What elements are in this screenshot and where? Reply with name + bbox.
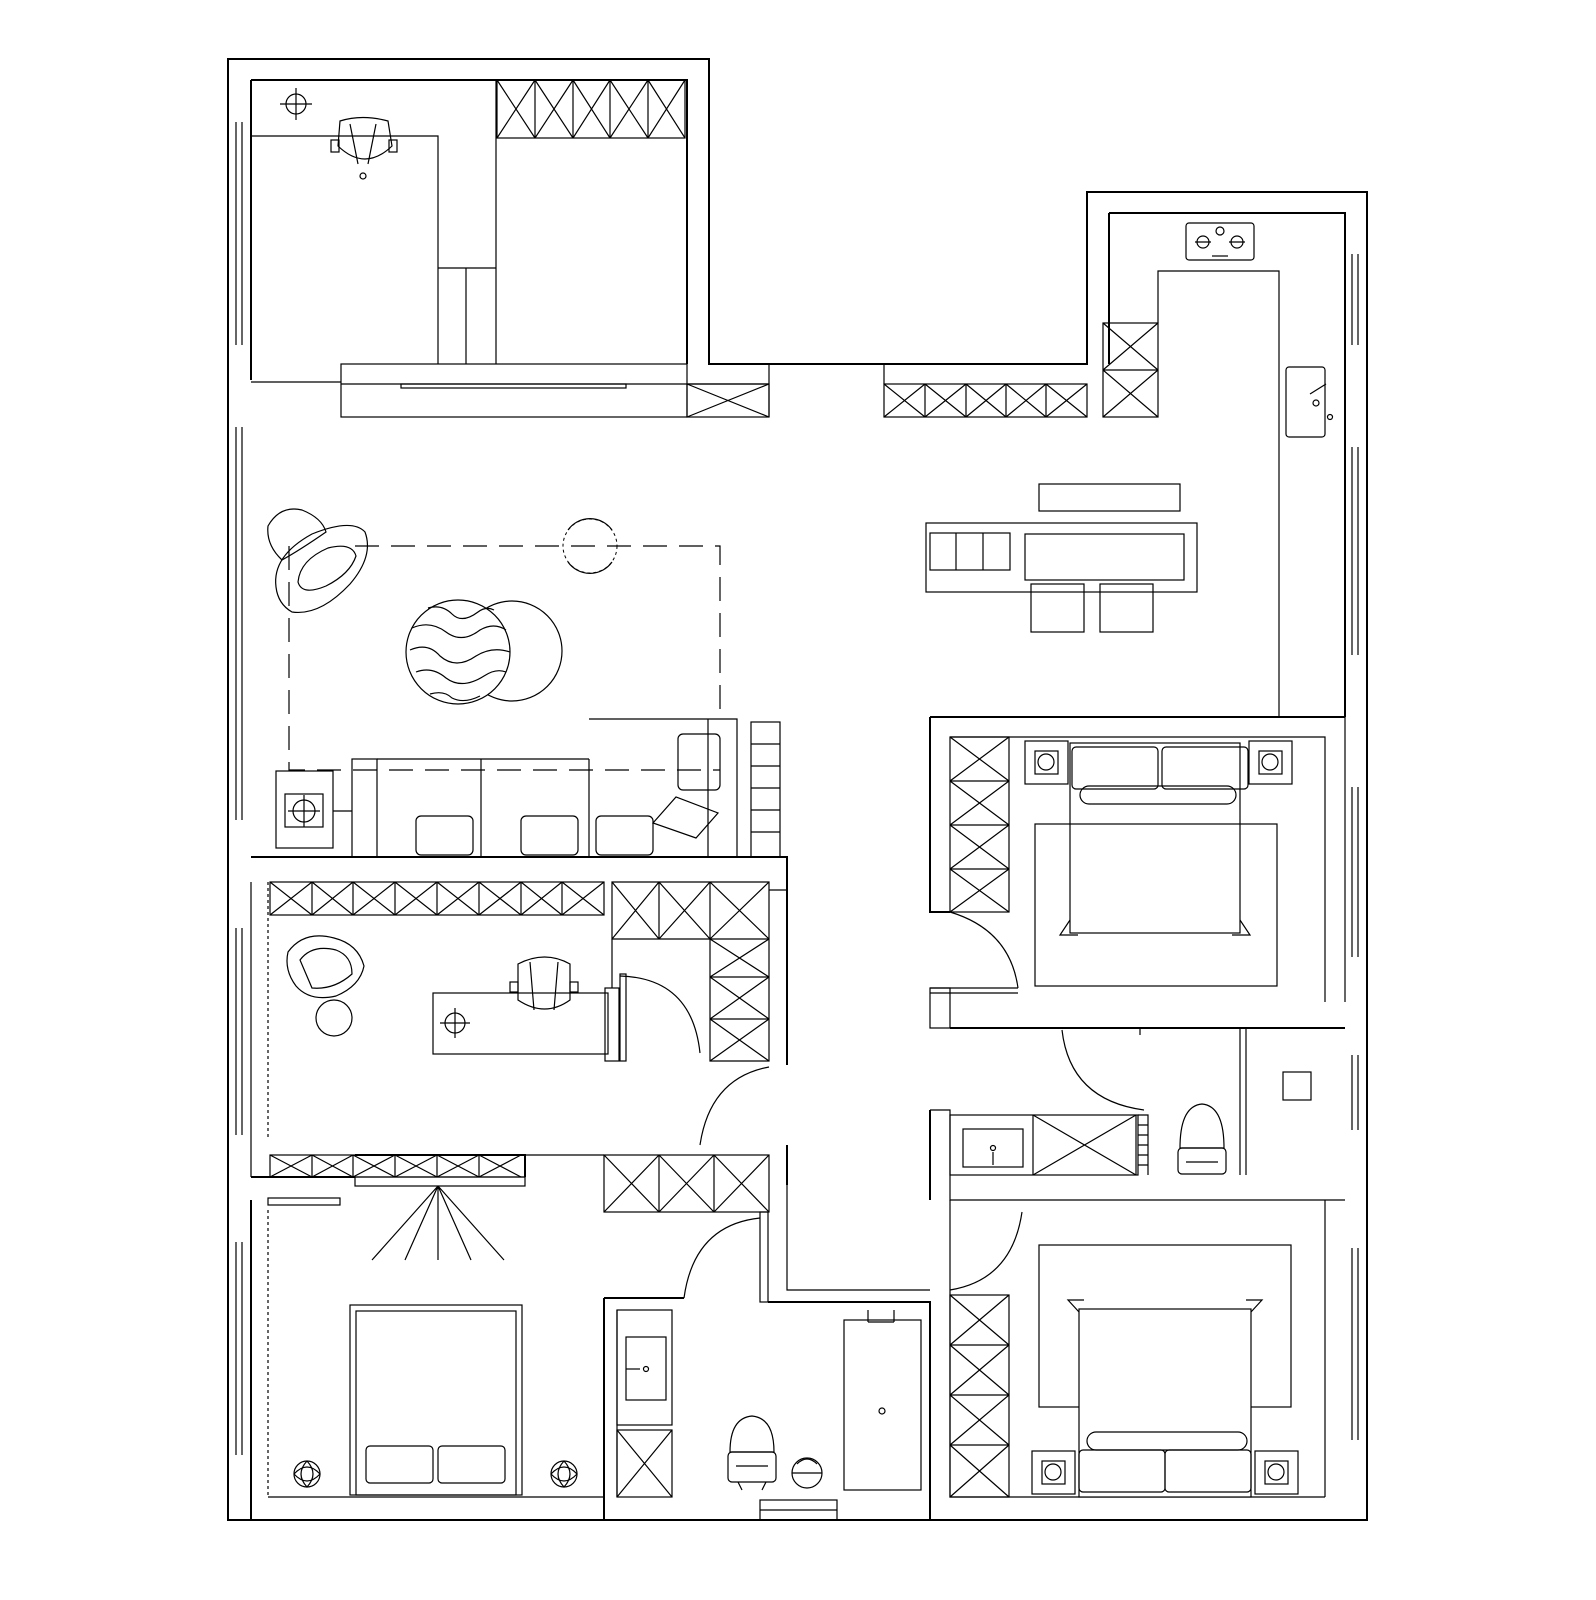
door-southwest-bedroom bbox=[683, 1211, 769, 1303]
bed-southeast bbox=[1066, 1299, 1264, 1498]
room-bedroom-southwest bbox=[250, 1176, 769, 1520]
west-study-wardrobe-corner bbox=[611, 881, 787, 1062]
room-living-room bbox=[267, 508, 781, 858]
door-east-bathroom bbox=[1061, 1027, 1145, 1111]
plant-icon bbox=[293, 1460, 321, 1488]
west-study-wardrobe-top bbox=[269, 881, 605, 916]
nightstand-icon bbox=[1031, 1450, 1076, 1495]
bed-northeast bbox=[1058, 742, 1252, 936]
side-table-icon bbox=[275, 770, 352, 849]
cooktop-icon bbox=[1185, 222, 1255, 261]
exterior-walls bbox=[227, 58, 1368, 1521]
toilet-icon bbox=[1177, 1103, 1227, 1175]
bathtub-icon bbox=[843, 1310, 922, 1491]
kitchen-lower-cabinets bbox=[883, 364, 1088, 418]
windows bbox=[235, 122, 1359, 1455]
room-study-west bbox=[250, 856, 788, 1177]
southeast-bedroom-wardrobe bbox=[949, 1294, 1010, 1498]
bar-stool bbox=[1030, 583, 1085, 633]
shower-drain bbox=[1282, 1071, 1312, 1101]
bathroom-storage bbox=[616, 1429, 673, 1498]
kitchen-tall-cabinet bbox=[1102, 322, 1159, 418]
office-chair-icon bbox=[330, 116, 398, 180]
floor-lamp-icon bbox=[562, 518, 618, 574]
rug bbox=[1034, 823, 1278, 987]
wall-study-bedroom bbox=[251, 1145, 788, 1213]
bathroom-vanity bbox=[616, 1309, 673, 1426]
west-study-desk bbox=[432, 939, 620, 1062]
floor-drain-icon bbox=[791, 1457, 823, 1489]
sofa-icon bbox=[351, 718, 738, 858]
ceiling-light-rays bbox=[371, 1185, 505, 1261]
office-chair-icon bbox=[509, 956, 579, 1011]
coffee-table-icon bbox=[405, 599, 563, 705]
nightstand-icon bbox=[1248, 740, 1293, 785]
northeast-bedroom-wardrobe bbox=[949, 736, 1010, 913]
room-kitchen bbox=[883, 222, 1334, 717]
door-west-study bbox=[619, 973, 701, 1062]
dining-island bbox=[925, 522, 1198, 593]
plant-icon bbox=[550, 1460, 578, 1488]
armchair-icon bbox=[286, 935, 365, 1037]
nightstand-icon bbox=[1024, 740, 1069, 785]
room-bedroom-northeast bbox=[929, 716, 1346, 1029]
lounge-chair-icon bbox=[267, 508, 369, 614]
bar-stool bbox=[1099, 583, 1154, 633]
west-study-wardrobe-bottom bbox=[269, 1154, 526, 1178]
door-southeast-bedroom bbox=[949, 1211, 1023, 1291]
room-bathroom-east bbox=[929, 1027, 1345, 1201]
door-northeast-bedroom bbox=[929, 911, 1019, 1029]
room-bedroom-southeast bbox=[949, 1200, 1326, 1498]
door-west-study-entry bbox=[699, 1066, 770, 1146]
north-study-wardrobe bbox=[496, 79, 686, 139]
ceiling-light-icon bbox=[280, 88, 312, 120]
shelf bbox=[750, 721, 781, 858]
nightstand-icon bbox=[1254, 1450, 1299, 1495]
toilet-icon bbox=[727, 1415, 777, 1491]
southwest-bedroom-wardrobe bbox=[603, 1154, 770, 1213]
kitchen-sink-icon bbox=[1285, 366, 1334, 438]
bed-southwest bbox=[349, 1304, 523, 1496]
bathroom-vanity bbox=[949, 1114, 1149, 1176]
room-dining-area bbox=[925, 483, 1198, 633]
room-bathroom-south bbox=[603, 1185, 931, 1521]
sideboard bbox=[1038, 483, 1181, 512]
room-study-north bbox=[250, 79, 686, 383]
tv-cabinet-north bbox=[340, 363, 770, 418]
